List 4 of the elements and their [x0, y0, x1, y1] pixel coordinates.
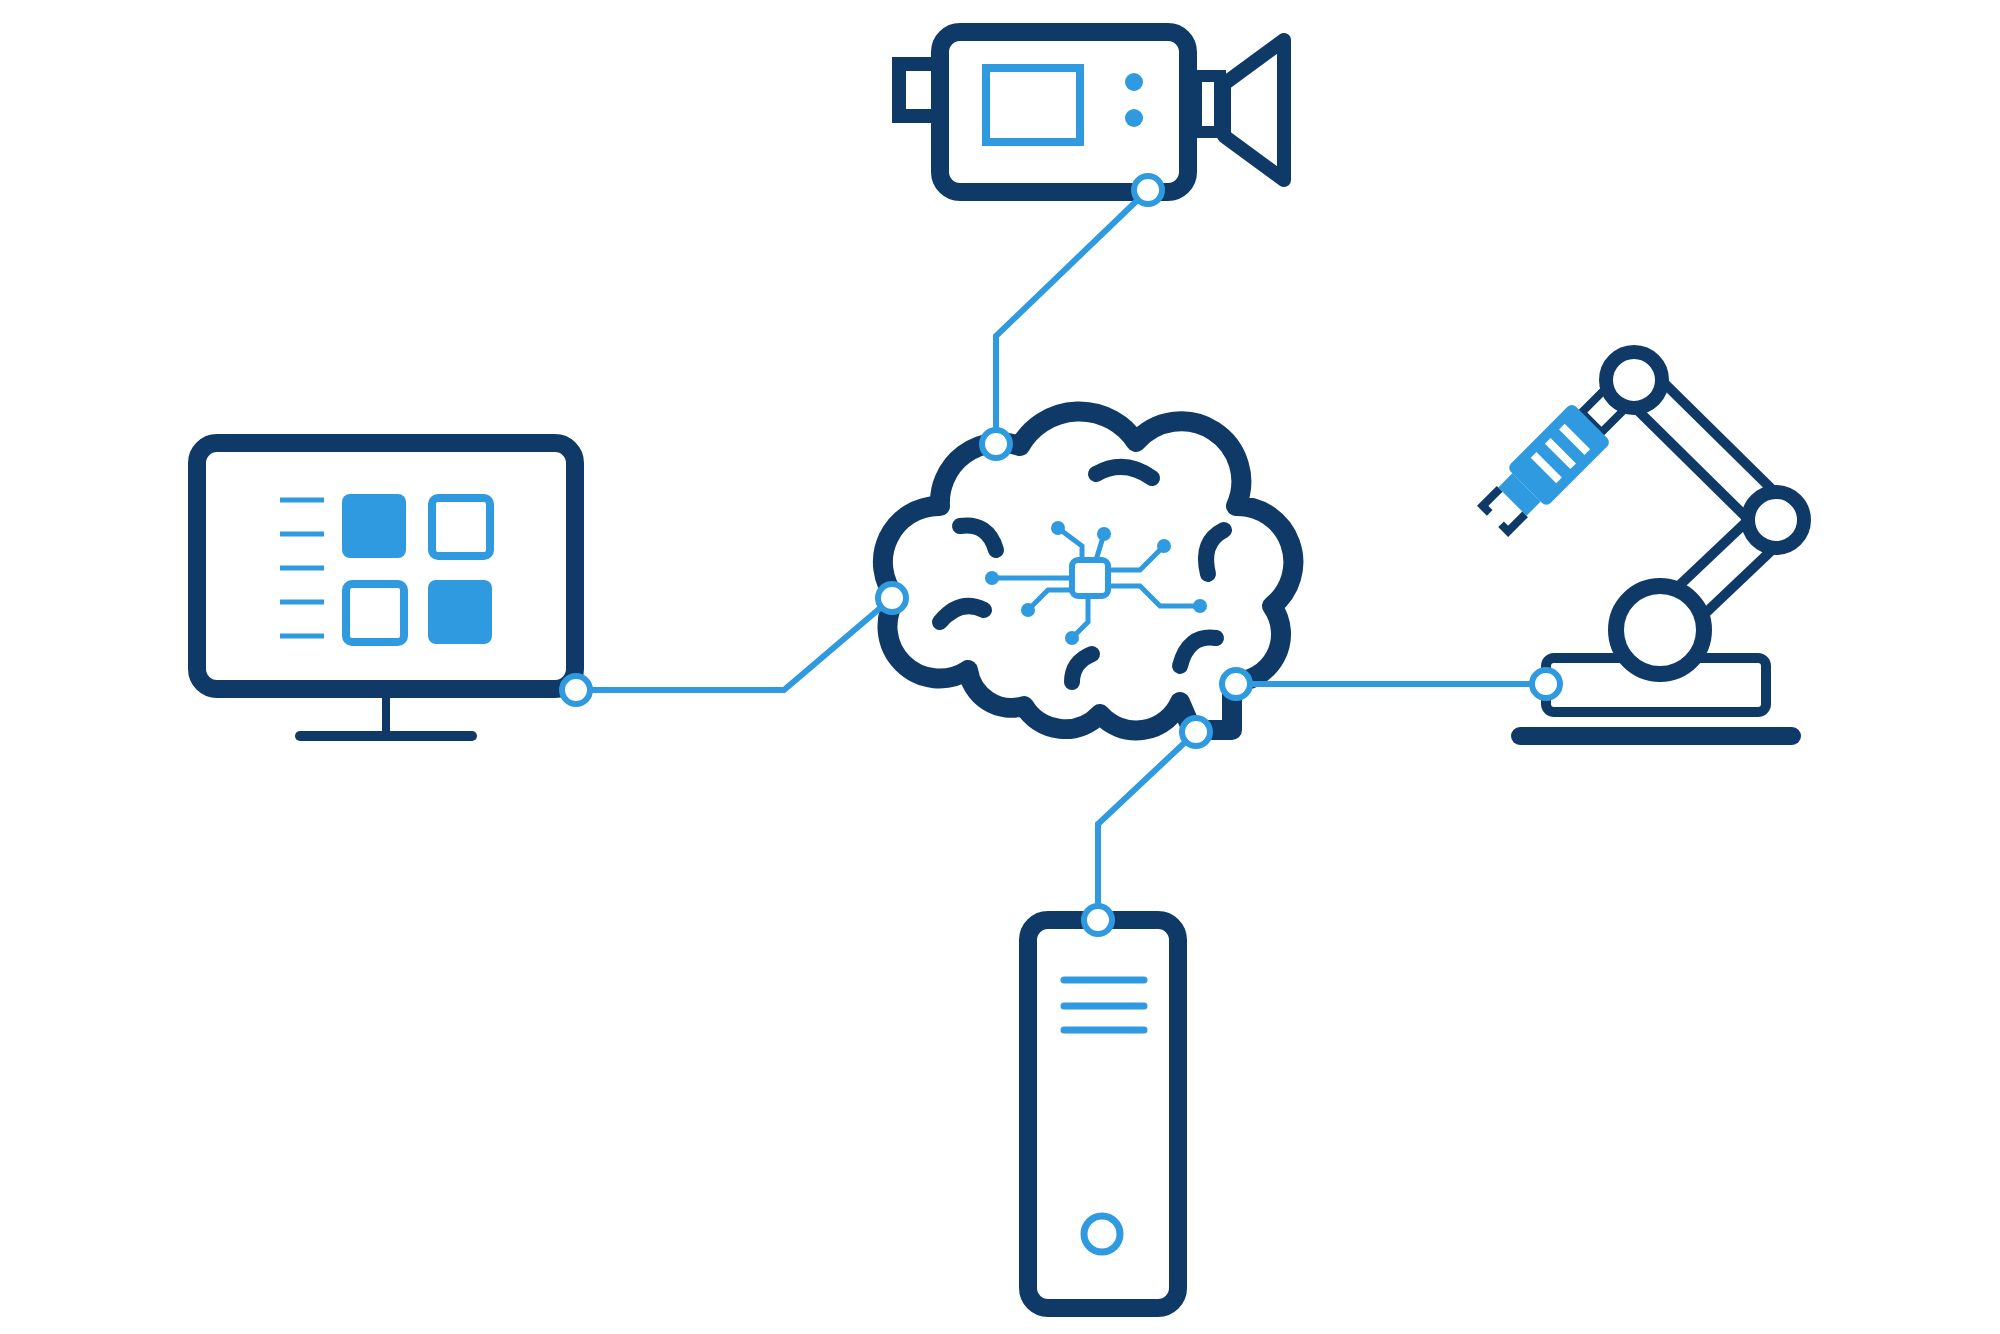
connector-line: [979, 173, 1165, 461]
connector-line: [559, 581, 909, 707]
server-tower-icon: [1018, 910, 1188, 1318]
connector-line: [1081, 715, 1213, 937]
